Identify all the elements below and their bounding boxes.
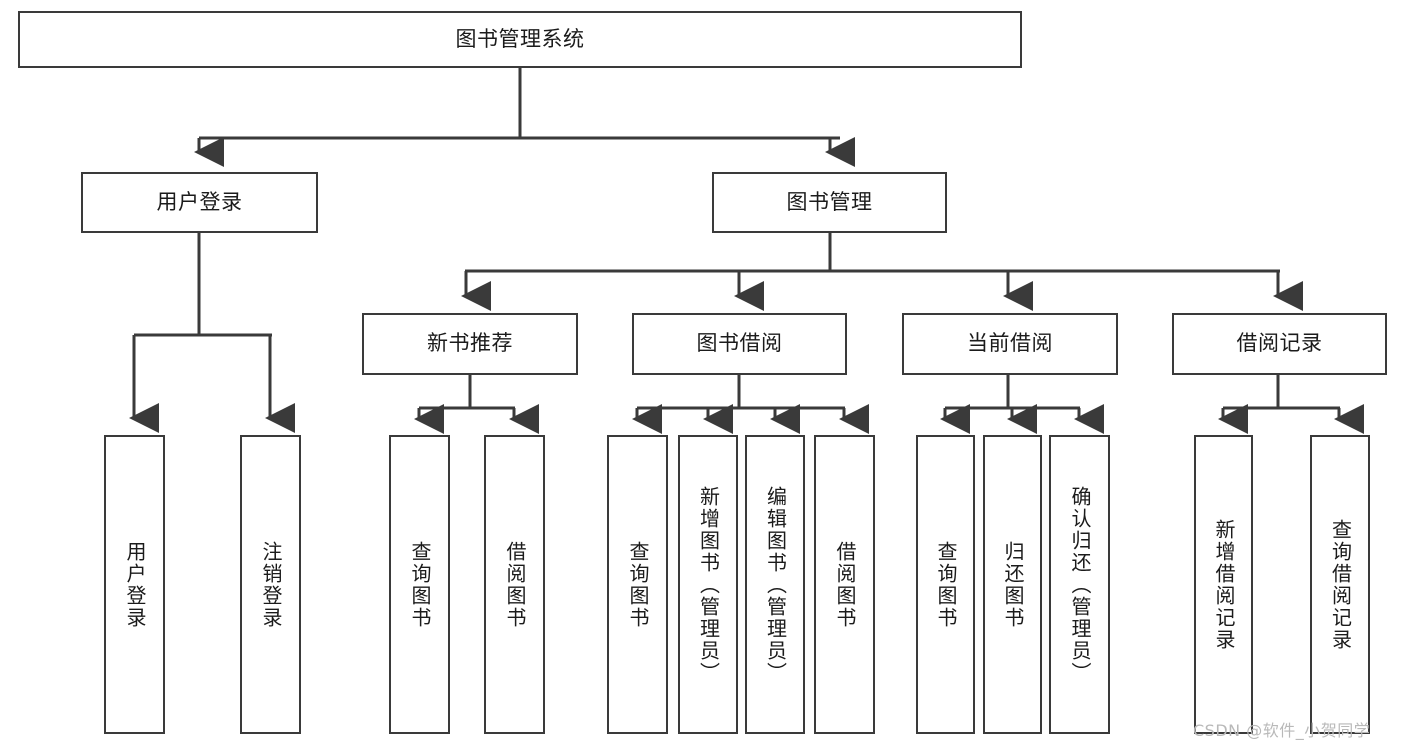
csdn-watermark: CSDN @软件_小贺同学 <box>1193 721 1371 740</box>
leaf-borrow-book-2[interactable]: 借阅图书 <box>814 435 875 734</box>
node-label: 查询图书 <box>934 540 958 629</box>
node-label: 确认归还（管理员） <box>1068 485 1092 684</box>
leaf-confirm-return[interactable]: 确认归还（管理员） <box>1049 435 1110 734</box>
leaf-edit-book[interactable]: 编辑图书（管理员） <box>745 435 805 734</box>
node-label: 编辑图书（管理员） <box>763 485 788 684</box>
node-book-manage[interactable]: 图书管理 <box>712 172 947 233</box>
node-label: 借阅记录 <box>1236 331 1323 356</box>
leaf-query-borrow-record[interactable]: 查询借阅记录 <box>1310 435 1370 734</box>
node-current-borrow[interactable]: 当前借阅 <box>902 313 1118 375</box>
node-label: 用户登录 <box>123 540 147 629</box>
node-label: 查询图书 <box>408 540 432 629</box>
leaf-logout[interactable]: 注销登录 <box>240 435 301 734</box>
leaf-add-borrow-record[interactable]: 新增借阅记录 <box>1194 435 1253 734</box>
leaf-return-book[interactable]: 归还图书 <box>983 435 1042 734</box>
node-label: 图书借阅 <box>696 331 783 356</box>
node-label: 新书推荐 <box>427 331 513 356</box>
leaf-query-book-1[interactable]: 查询图书 <box>389 435 450 734</box>
leaf-query-book-3[interactable]: 查询图书 <box>916 435 975 734</box>
node-label: 新增借阅记录 <box>1212 518 1236 651</box>
node-label: 借阅图书 <box>833 540 857 629</box>
node-label: 查询借阅记录 <box>1328 518 1353 651</box>
node-label: 当前借阅 <box>967 331 1053 356</box>
leaf-borrow-book-1[interactable]: 借阅图书 <box>484 435 545 734</box>
node-borrow-record[interactable]: 借阅记录 <box>1172 313 1387 375</box>
node-book-borrow[interactable]: 图书借阅 <box>632 313 847 375</box>
node-book-management-system[interactable]: 图书管理系统 <box>18 11 1022 68</box>
node-label: 注销登录 <box>259 540 283 629</box>
node-label: 新增图书（管理员） <box>696 485 721 684</box>
node-label: 归还图书 <box>1001 540 1025 629</box>
leaf-query-book-2[interactable]: 查询图书 <box>607 435 668 734</box>
node-user-login[interactable]: 用户登录 <box>81 172 318 233</box>
node-label: 图书管理系统 <box>455 26 585 51</box>
node-label: 图书管理 <box>786 189 873 214</box>
node-label: 查询图书 <box>626 540 650 629</box>
node-new-book-recommend[interactable]: 新书推荐 <box>362 313 578 375</box>
leaf-add-book[interactable]: 新增图书（管理员） <box>678 435 738 734</box>
leaf-user-login[interactable]: 用户登录 <box>104 435 165 734</box>
node-label: 用户登录 <box>156 189 243 214</box>
node-label: 借阅图书 <box>503 540 527 629</box>
